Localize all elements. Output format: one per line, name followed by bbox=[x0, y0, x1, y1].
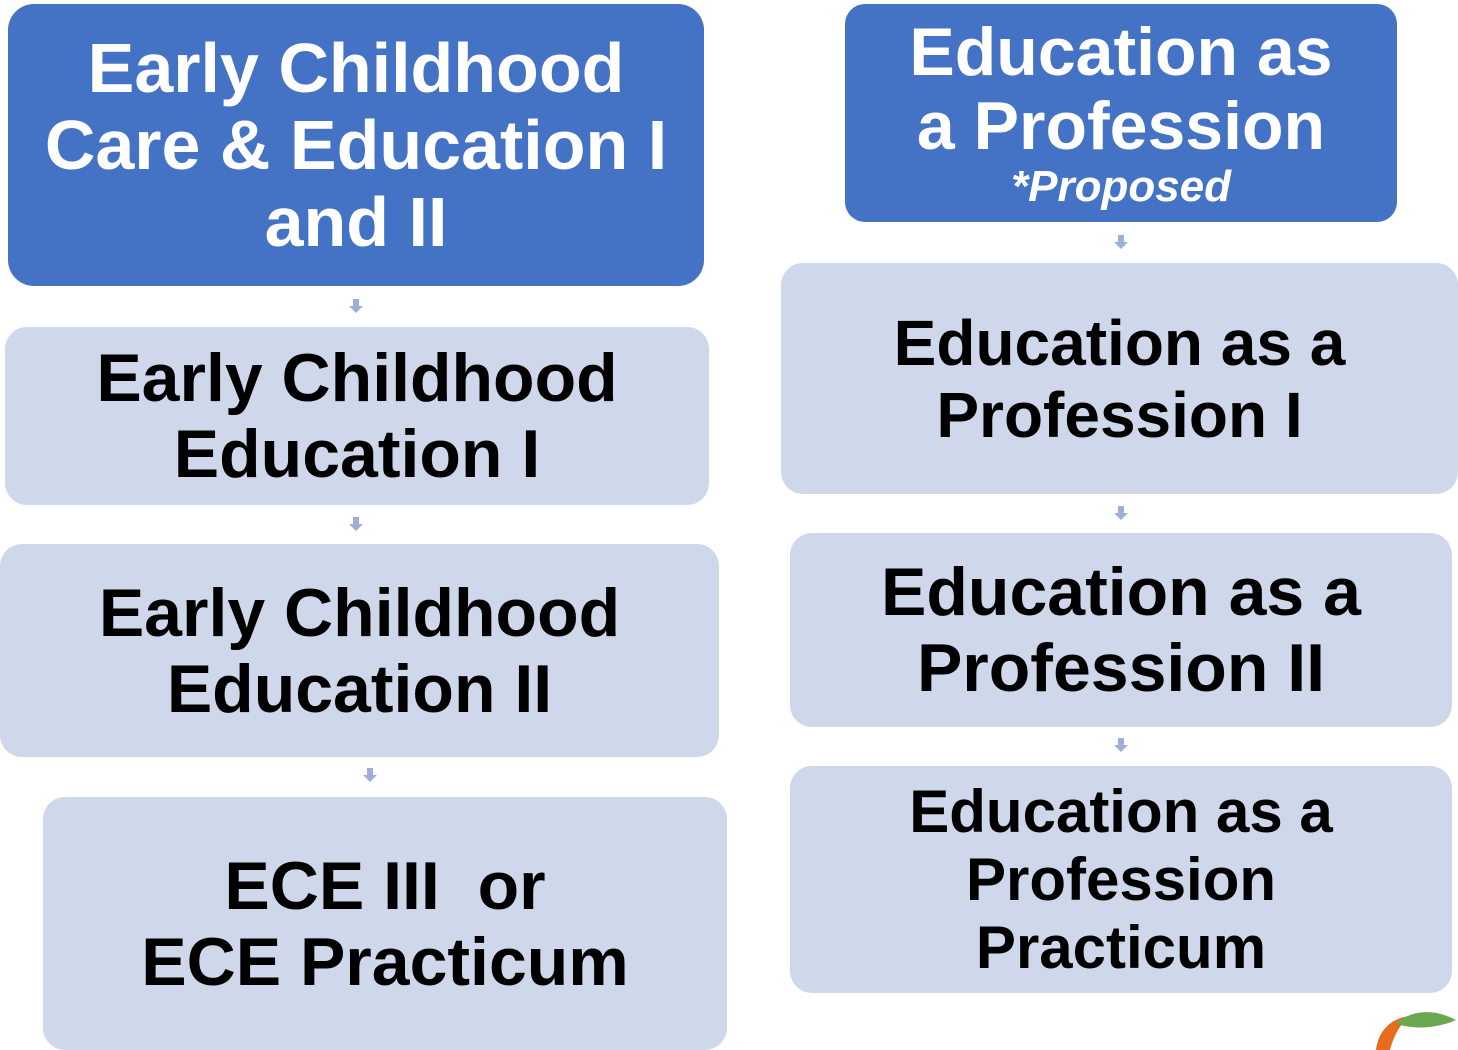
ecce-header-line-3: and II bbox=[264, 182, 448, 261]
eap-1-box: Education as a Profession I bbox=[781, 263, 1458, 494]
down-arrow-icon bbox=[363, 768, 377, 782]
down-arrow-icon bbox=[1114, 738, 1128, 752]
eap-header-line-2: a Profession bbox=[916, 88, 1326, 164]
ecce-header-line-1: Early Childhood bbox=[87, 28, 625, 107]
ece-3-line-1: ECE III or bbox=[224, 847, 546, 924]
leaf-logo-icon bbox=[1376, 1012, 1456, 1050]
ece-2-box: Early Childhood Education II bbox=[0, 544, 719, 757]
ece-3-box: ECE III or ECE Practicum bbox=[43, 797, 727, 1050]
eap-1-line-1: Education as a bbox=[893, 306, 1346, 379]
eap-header-box: Education as a Profession *Proposed bbox=[845, 4, 1397, 222]
ece-2-line-1: Early Childhood bbox=[98, 574, 621, 651]
down-arrow-icon bbox=[1114, 506, 1128, 520]
eap-2-box: Education as a Profession II bbox=[790, 533, 1452, 727]
ece-1-box: Early Childhood Education I bbox=[5, 327, 709, 505]
ecce-header-line-2: Care & Education I bbox=[44, 105, 668, 184]
eap-proposed-note: *Proposed bbox=[1010, 162, 1232, 211]
eap-2-line-1: Education as a bbox=[881, 554, 1361, 630]
eap-3-line-1: Education as a bbox=[909, 777, 1333, 845]
eap-1-line-2: Profession I bbox=[936, 378, 1303, 451]
ece-3-line-2: ECE Practicum bbox=[141, 923, 629, 1000]
ece-2-line-2: Education II bbox=[166, 650, 553, 727]
down-arrow-icon bbox=[1114, 235, 1128, 249]
eap-3-line-2: Profession bbox=[965, 845, 1277, 913]
eap-3-line-3: Practicum bbox=[975, 913, 1267, 981]
down-arrow-icon bbox=[349, 299, 363, 313]
eap-header-line-1: Education as bbox=[909, 14, 1333, 90]
eap-2-line-2: Profession II bbox=[916, 630, 1326, 706]
ece-1-line-2: Education I bbox=[173, 416, 541, 492]
ecce-header-box: Early Childhood Care & Education I and I… bbox=[8, 4, 704, 286]
down-arrow-icon bbox=[349, 517, 363, 531]
eap-3-box: Education as a Profession Practicum bbox=[790, 766, 1452, 993]
ece-1-line-1: Early Childhood bbox=[96, 340, 618, 416]
